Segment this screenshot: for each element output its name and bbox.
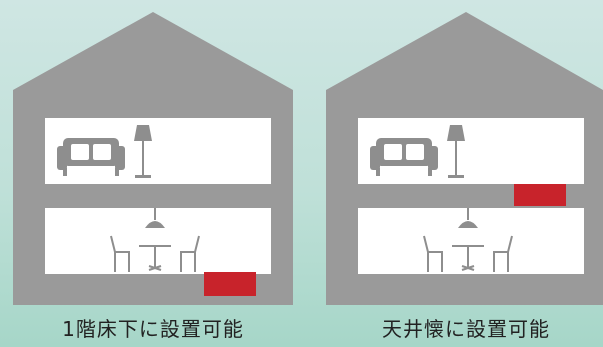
caption-underfloor: 1階床下に設置可能 [62,317,244,341]
chair-icon [110,235,200,272]
pendant-lamp-icon [145,208,165,228]
unit-ceiling [514,184,566,206]
pendant-lamp-icon [458,208,478,228]
dining-table-icon [452,245,484,271]
floor-lamp-icon [134,125,152,178]
caption-ceiling: 天井懐に設置可能 [382,317,550,341]
lower-room [45,208,271,274]
house-underfloor [13,12,293,305]
unit-underfloor [204,272,256,296]
sofa-icon [370,138,438,176]
sofa-icon [57,138,125,176]
house-ceiling [326,12,603,305]
lower-room [358,208,584,274]
chair-icon [423,235,513,272]
floor-lamp-icon [447,125,465,178]
dining-table-icon [139,245,171,271]
